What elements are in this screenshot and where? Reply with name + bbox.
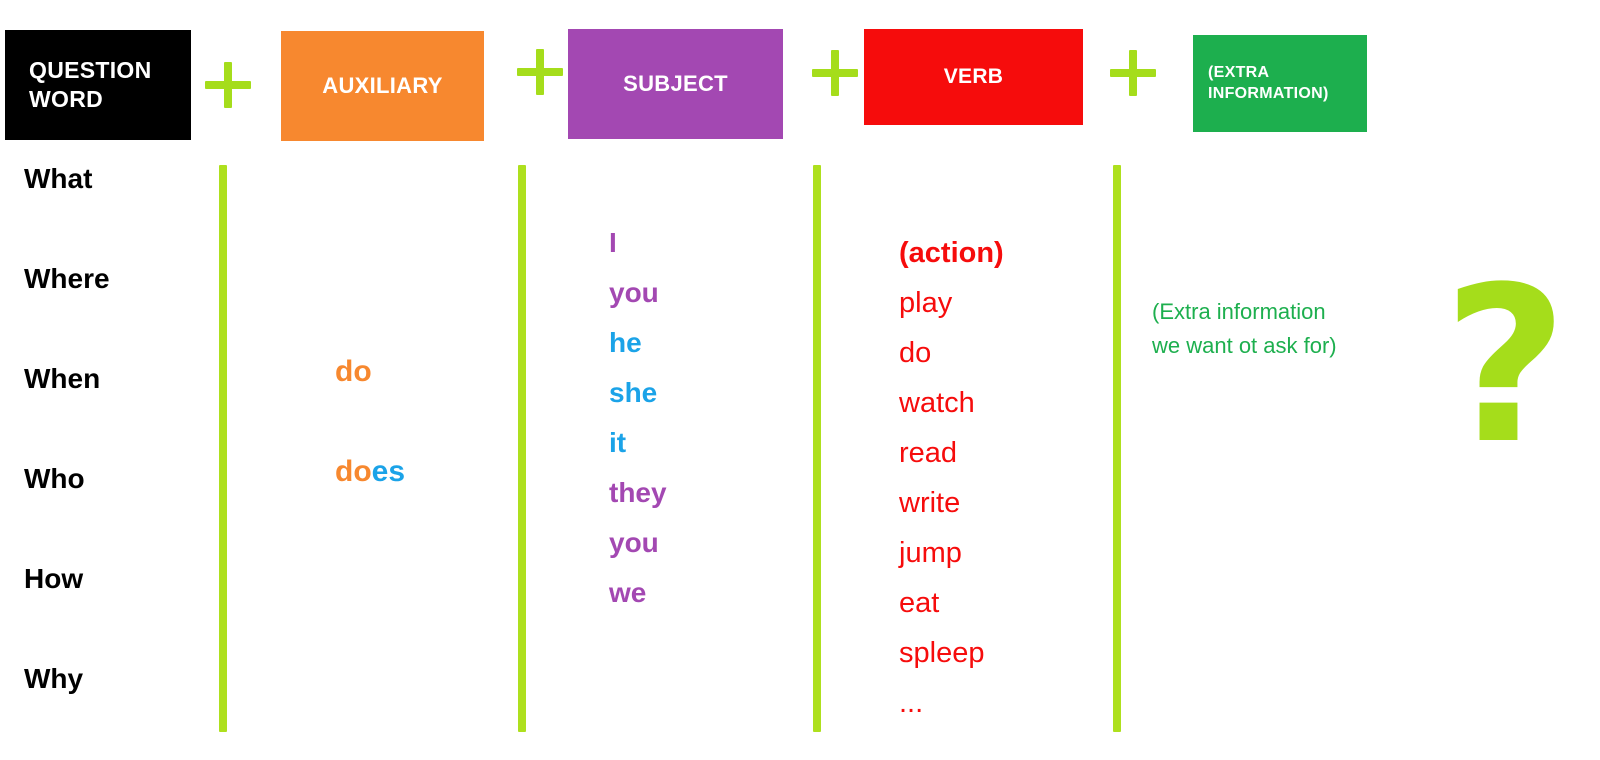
- extra-information-line: we want ot ask for): [1152, 333, 1337, 358]
- question-word-item: When: [24, 363, 101, 394]
- header-box-extra-information: (EXTRA INFORMATION): [1193, 35, 1367, 132]
- header-box-subject: SUBJECT: [568, 29, 783, 139]
- plus-icon-1: [205, 62, 251, 108]
- column-auxiliary: do does: [335, 322, 515, 522]
- column-divider-4: [1113, 165, 1121, 732]
- question-word-item: How: [24, 563, 84, 594]
- verb-item: watch: [899, 387, 975, 419]
- question-word-item: What: [24, 163, 93, 194]
- column-divider-1: [219, 165, 227, 732]
- verb-item-action: (action): [899, 237, 1004, 269]
- question-word-item: Who: [24, 463, 85, 494]
- column-question-words: What Where When Who How Why: [24, 155, 204, 755]
- subject-item: you: [609, 527, 659, 558]
- question-word-item: Why: [24, 663, 84, 694]
- verb-item: do: [899, 337, 932, 369]
- verb-item: play: [899, 287, 953, 319]
- header-box-auxiliary: AUXILIARY: [281, 31, 484, 141]
- plus-icon-4: [1110, 50, 1156, 96]
- extra-information-line: (Extra information: [1152, 299, 1326, 324]
- subject-item: she: [609, 377, 658, 408]
- verb-item: write: [899, 487, 961, 519]
- auxiliary-suffix: es: [371, 455, 406, 488]
- auxiliary-stem: do: [335, 355, 372, 388]
- header-box-question-word: QUESTION WORD: [5, 30, 191, 140]
- subject-item: I: [609, 227, 617, 258]
- column-subject: I you he she it they you we: [609, 218, 799, 618]
- verb-item: eat: [899, 587, 940, 619]
- subject-item: it: [609, 427, 627, 458]
- subject-item: they: [609, 477, 667, 508]
- auxiliary-item-do: do: [335, 322, 515, 422]
- header-label-subject: SUBJECT: [623, 70, 728, 96]
- verb-item-ellipsis: ...: [899, 687, 924, 719]
- plus-icon-3: [812, 50, 858, 96]
- verb-item: jump: [899, 537, 962, 569]
- auxiliary-stem: do: [335, 455, 372, 488]
- column-divider-2: [518, 165, 526, 732]
- plus-icon-2: [517, 49, 563, 95]
- header-box-verb: VERB: [864, 29, 1083, 125]
- column-extra-information: (Extra information we want ot ask for): [1152, 295, 1402, 363]
- question-mark-icon: ?: [1443, 240, 1568, 491]
- verb-item: read: [899, 437, 958, 469]
- subject-item: you: [609, 277, 659, 308]
- header-label-question-word: QUESTION WORD: [29, 56, 152, 112]
- subject-item: he: [609, 327, 642, 358]
- column-verb: (action) play do watch read write jump e…: [899, 228, 1099, 728]
- header-label-auxiliary: AUXILIARY: [322, 72, 443, 98]
- header-label-verb: VERB: [943, 64, 1004, 88]
- header-label-extra-information: (EXTRA INFORMATION): [1208, 64, 1329, 102]
- question-word-item: Where: [24, 263, 110, 294]
- verb-item: spleep: [899, 637, 985, 669]
- auxiliary-item-does: does: [335, 422, 515, 522]
- subject-item: we: [609, 577, 647, 608]
- column-divider-3: [813, 165, 821, 732]
